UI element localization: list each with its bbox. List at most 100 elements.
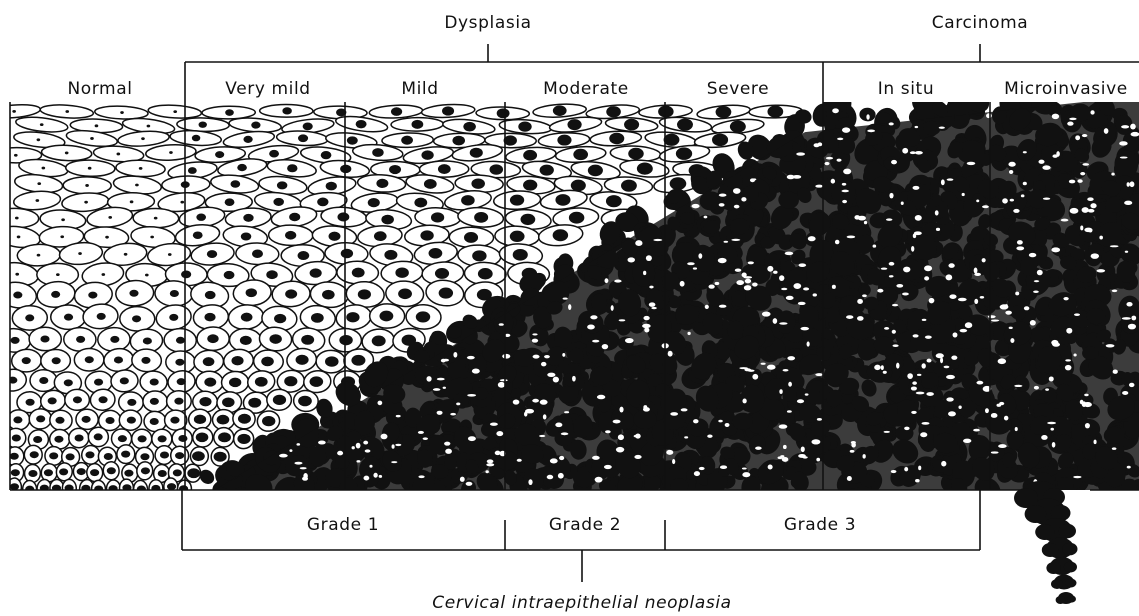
stroma-gap	[460, 477, 465, 482]
stroma-gap	[698, 253, 702, 259]
cell-nucleus	[12, 435, 21, 442]
stroma-gap	[453, 352, 457, 358]
stroma-gap	[742, 273, 747, 278]
stroma-gap	[1043, 198, 1050, 200]
stroma-gap	[1015, 427, 1018, 431]
invading-cell	[1042, 543, 1059, 557]
cell-nucleus	[243, 214, 253, 222]
cell-nucleus	[64, 379, 73, 386]
stroma-gap	[884, 327, 889, 330]
cell-nucleus	[510, 195, 524, 206]
cell-nucleus	[224, 271, 235, 279]
epithelial-cell	[190, 447, 208, 466]
stroma-gap	[680, 281, 685, 287]
stroma-gap	[734, 205, 740, 209]
invading-cell	[1035, 524, 1054, 540]
stroma-gap	[731, 239, 740, 241]
epithelial-cell	[6, 447, 24, 466]
stroma-gap	[831, 179, 835, 184]
stroma-gap	[837, 138, 843, 141]
stroma-gap	[779, 275, 784, 281]
epithelial-cell	[164, 328, 197, 352]
stroma-gap	[1082, 207, 1089, 213]
stroma-gap	[543, 414, 547, 419]
invading-cell	[1051, 579, 1063, 589]
stroma-gap	[1004, 416, 1008, 421]
cell-nucleus	[178, 435, 187, 442]
epithelial-cell	[236, 242, 280, 265]
epithelial-cell	[316, 350, 346, 373]
stroma-gap	[666, 450, 673, 455]
epithelial-cell	[213, 427, 234, 447]
cell-nucleus	[124, 253, 128, 256]
stroma-gap	[935, 210, 939, 215]
epithelial-cell	[133, 480, 148, 499]
stroma-gap	[1045, 388, 1049, 390]
epithelial-cell	[140, 370, 168, 393]
stroma-gap	[783, 369, 789, 371]
cell-nucleus	[384, 250, 397, 260]
epithelial-cell	[533, 103, 587, 119]
stroma-gap	[1082, 163, 1089, 166]
epithelial-cell	[116, 444, 135, 464]
microinvasion-downgrowth	[1014, 481, 1078, 604]
cell-nucleus	[124, 470, 133, 477]
stroma-gap	[1016, 246, 1024, 250]
cell-nucleus	[78, 252, 82, 255]
epithelial-cell	[66, 159, 116, 177]
cell-nucleus	[15, 217, 19, 220]
stroma-gap	[668, 351, 673, 357]
stroma-gap	[1122, 391, 1128, 395]
stroma-gap	[816, 458, 820, 462]
stroma-gap	[443, 387, 446, 389]
stroma-gap	[1066, 328, 1072, 334]
cell-nucleus	[431, 212, 444, 222]
cell-nucleus	[298, 134, 308, 142]
cell-nucleus	[346, 312, 359, 322]
epithelial-cell	[590, 130, 642, 147]
cell-nucleus	[118, 435, 127, 442]
stroma-gap	[742, 467, 747, 469]
epithelial-cell	[120, 306, 155, 331]
cell-nucleus	[13, 292, 22, 299]
stroma-gap	[980, 296, 984, 299]
stroma-gap	[547, 475, 554, 479]
stroma-gap	[801, 446, 805, 452]
cell-nucleus	[14, 154, 18, 157]
stroma-gap	[985, 408, 989, 413]
cell-nucleus	[104, 453, 113, 460]
epithelial-cell	[421, 103, 475, 119]
stroma-gap	[725, 423, 730, 427]
stroma-gap	[651, 307, 657, 309]
cell-nucleus	[555, 194, 570, 206]
cell-nucleus	[523, 180, 537, 191]
cell-nucleus	[127, 399, 136, 406]
cell-nucleus	[311, 313, 324, 323]
stroma-gap	[924, 265, 932, 271]
stroma-gap	[318, 441, 326, 445]
stroma-gap	[719, 305, 727, 308]
cell-nucleus	[187, 468, 200, 478]
stroma-gap	[1002, 198, 1008, 203]
epithelial-cell	[41, 349, 71, 372]
stroma-gap	[445, 449, 452, 454]
epithelial-cell	[415, 207, 461, 228]
stroma-gap	[779, 389, 782, 394]
stroma-gap	[379, 475, 383, 478]
stroma-gap	[1010, 338, 1014, 343]
stroma-gap	[996, 404, 1001, 407]
cell-nucleus	[181, 270, 191, 278]
epithelial-cell	[107, 480, 121, 497]
stroma-gap	[1131, 132, 1139, 137]
stroma-gap	[915, 126, 919, 128]
stroma-gap	[813, 293, 817, 296]
cell-nucleus	[553, 105, 567, 116]
stroma-gap	[555, 423, 562, 428]
stroma-gap	[499, 323, 504, 326]
invading-cell	[1066, 579, 1077, 588]
cell-nucleus	[243, 136, 252, 143]
cell-nucleus	[609, 133, 624, 145]
stroma-gap	[300, 467, 307, 469]
cell-nucleus	[175, 452, 184, 459]
cell-nucleus	[442, 106, 454, 115]
